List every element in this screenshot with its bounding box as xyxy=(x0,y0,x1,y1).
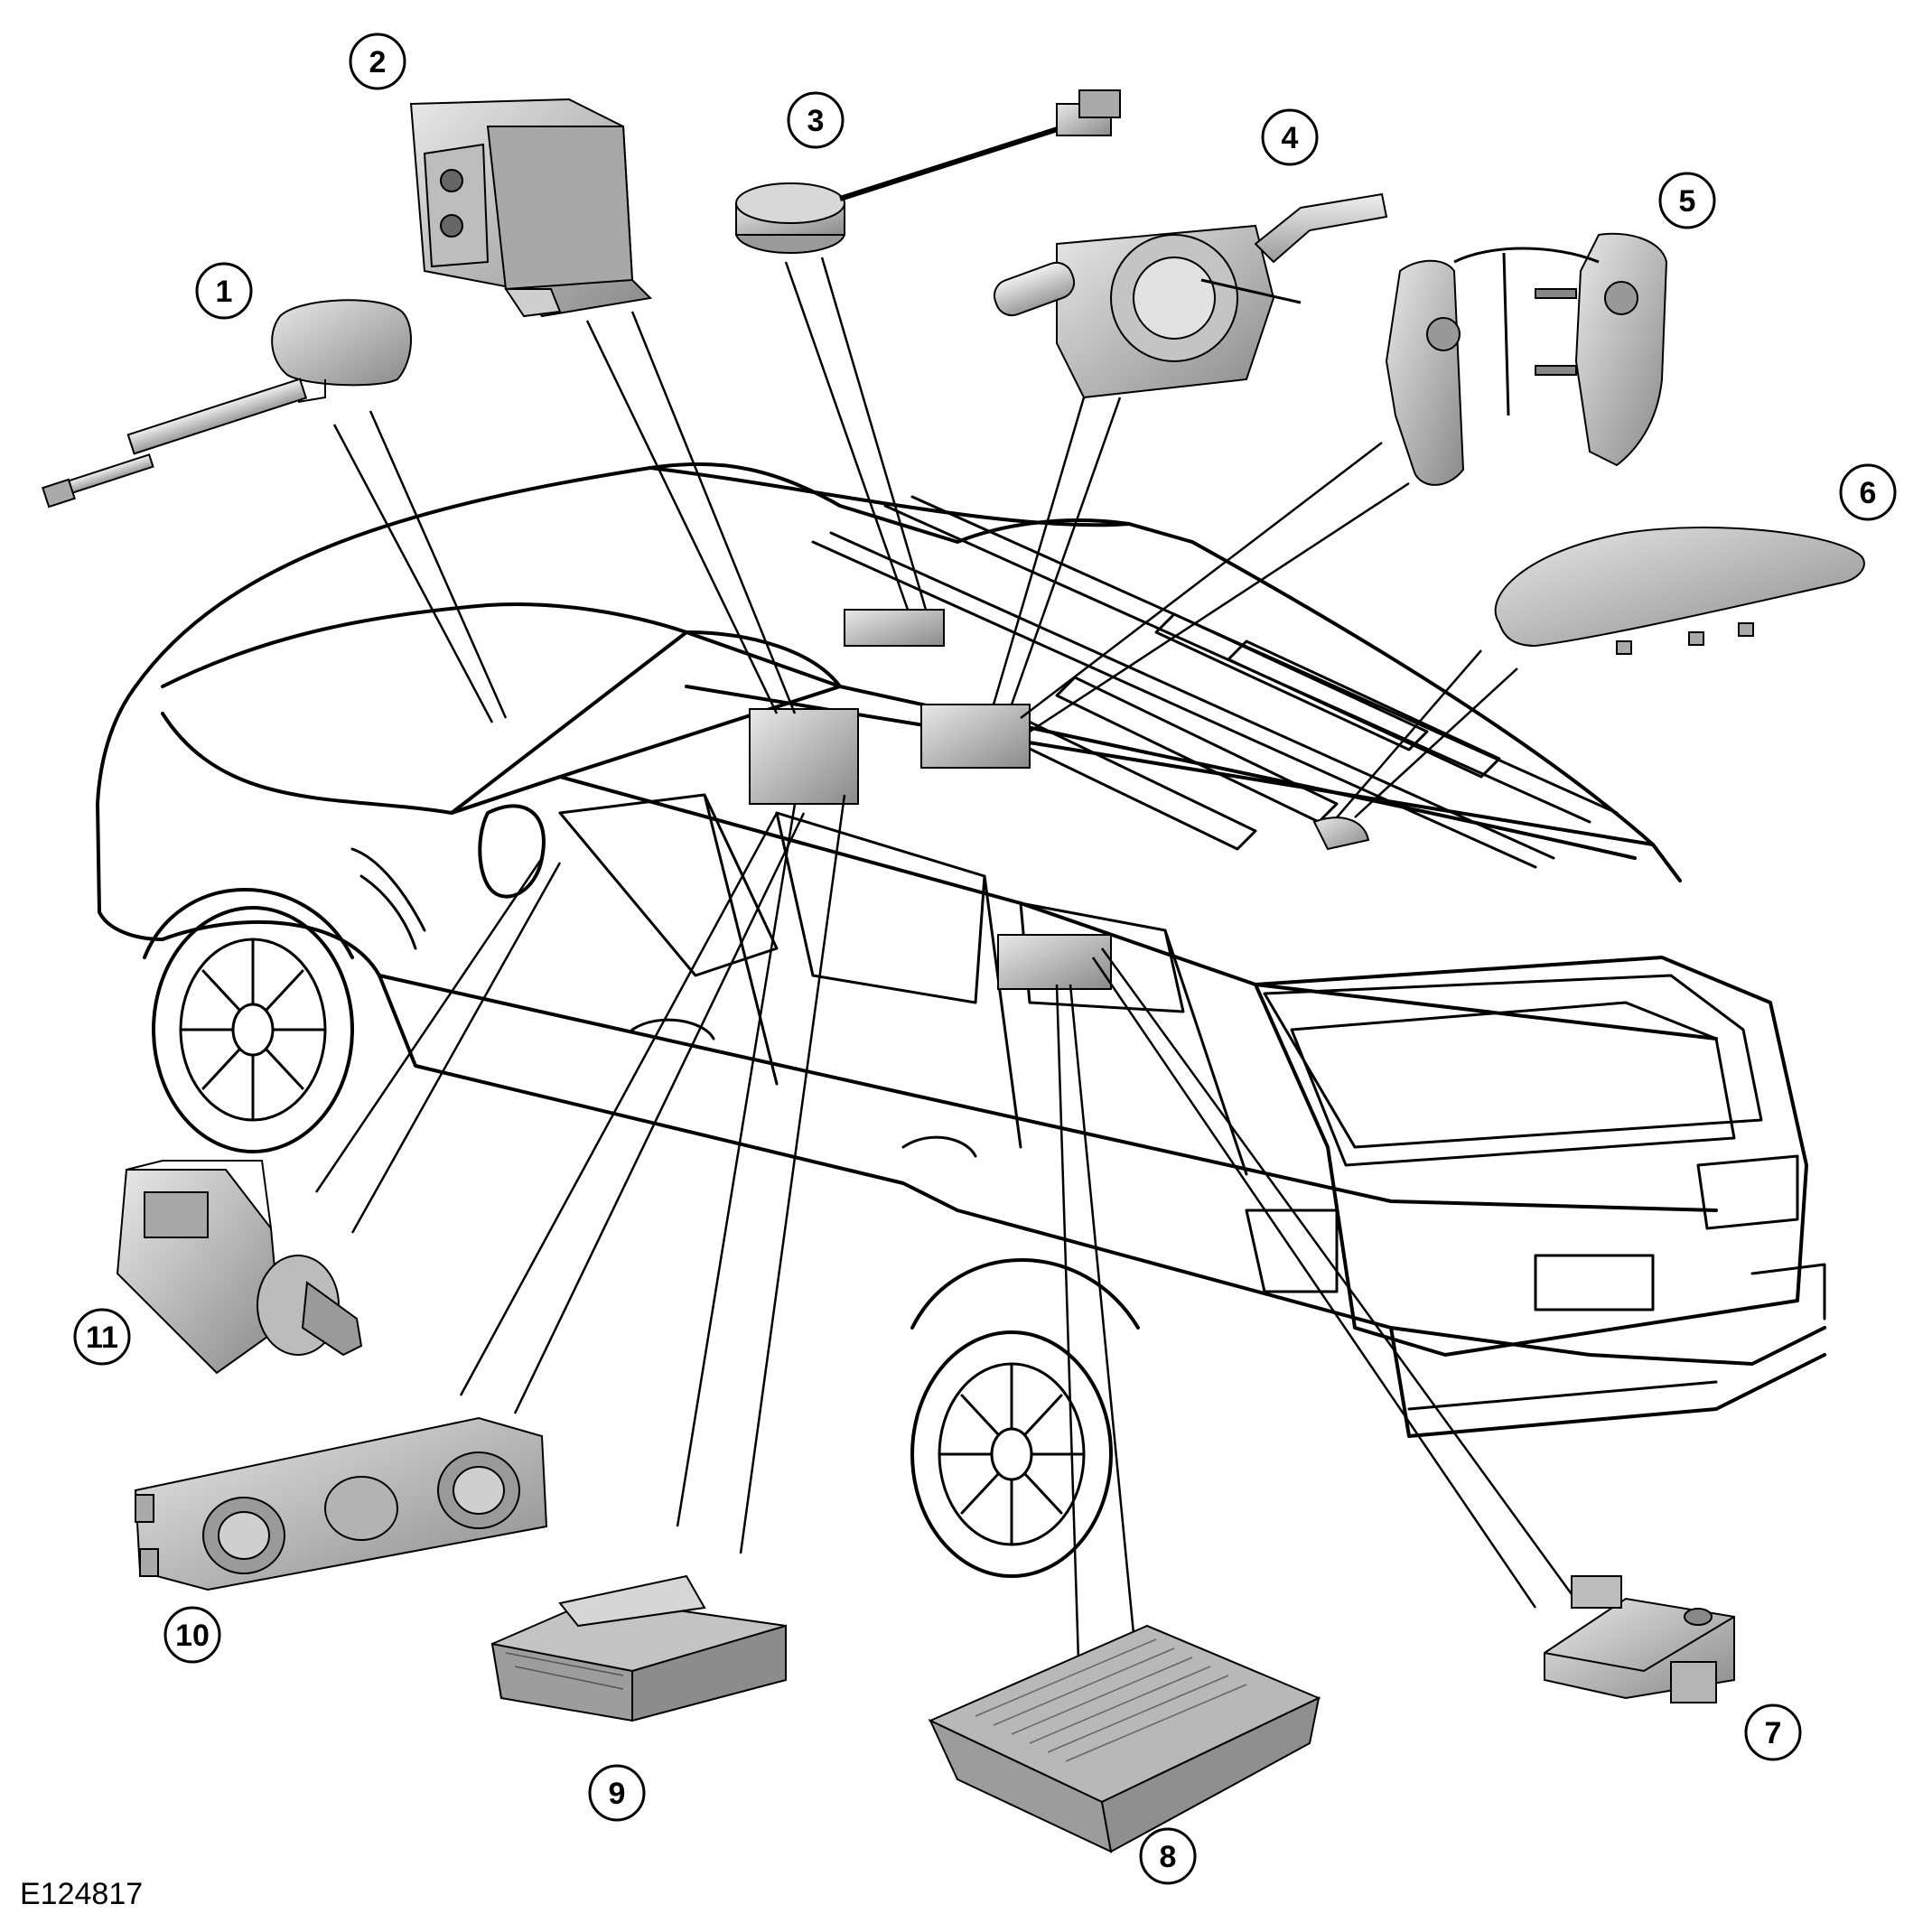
callout-10: 10 xyxy=(163,1606,221,1664)
callout-7: 7 xyxy=(1744,1703,1802,1761)
callout-2-label: 2 xyxy=(369,45,387,79)
callout-5: 5 xyxy=(1658,172,1716,229)
component-8-amplifier-module xyxy=(928,1624,1321,1853)
callout-9: 9 xyxy=(588,1764,646,1822)
callout-3: 3 xyxy=(787,91,845,149)
component-4-steering-column-switch xyxy=(993,192,1388,399)
callout-2: 2 xyxy=(349,33,406,90)
callout-6: 6 xyxy=(1839,463,1897,521)
callout-8: 8 xyxy=(1139,1827,1197,1885)
callout-11-label: 11 xyxy=(86,1321,118,1355)
callout-10-label: 10 xyxy=(175,1619,210,1653)
callout-1: 1 xyxy=(195,262,253,320)
component-3-roof-antenna xyxy=(735,89,1121,254)
component-2-audio-unit xyxy=(409,98,653,318)
component-6-roof-fin-antenna xyxy=(1494,527,1865,655)
installed-parts xyxy=(749,609,1370,990)
callout-8-label: 8 xyxy=(1160,1840,1177,1874)
callout-3-label: 3 xyxy=(807,104,825,138)
installed-audio-stack xyxy=(749,708,859,805)
callout-4: 4 xyxy=(1261,108,1319,166)
component-11-auxiliary-socket xyxy=(116,1160,363,1375)
callout-1-label: 1 xyxy=(216,275,233,309)
component-9-audio-control-module xyxy=(490,1574,787,1722)
callout-5-label: 5 xyxy=(1679,184,1696,219)
callouts: 1 2 3 4 5 6 7 8 9 10 11 xyxy=(73,33,1897,1885)
component-5-steering-wheel-switches xyxy=(1385,232,1668,486)
leader-lines xyxy=(314,257,1573,1690)
installed-amplifier xyxy=(997,934,1112,990)
figure-id: E124817 xyxy=(20,1877,144,1911)
component-7-antenna-amplifier xyxy=(1544,1575,1735,1703)
callout-6-label: 6 xyxy=(1860,476,1877,510)
installed-roof-antenna xyxy=(844,609,945,647)
callout-7-label: 7 xyxy=(1765,1716,1782,1750)
callout-11: 11 xyxy=(73,1308,131,1366)
component-10-climate-control-panel xyxy=(134,1416,548,1591)
component-1-antenna-module xyxy=(42,299,412,509)
vehicle-outline xyxy=(96,462,1826,1578)
callout-4-label: 4 xyxy=(1282,121,1299,155)
installed-steering-parts xyxy=(920,704,1031,769)
installed-fin-antenna xyxy=(1312,817,1370,851)
callout-9-label: 9 xyxy=(609,1777,626,1811)
